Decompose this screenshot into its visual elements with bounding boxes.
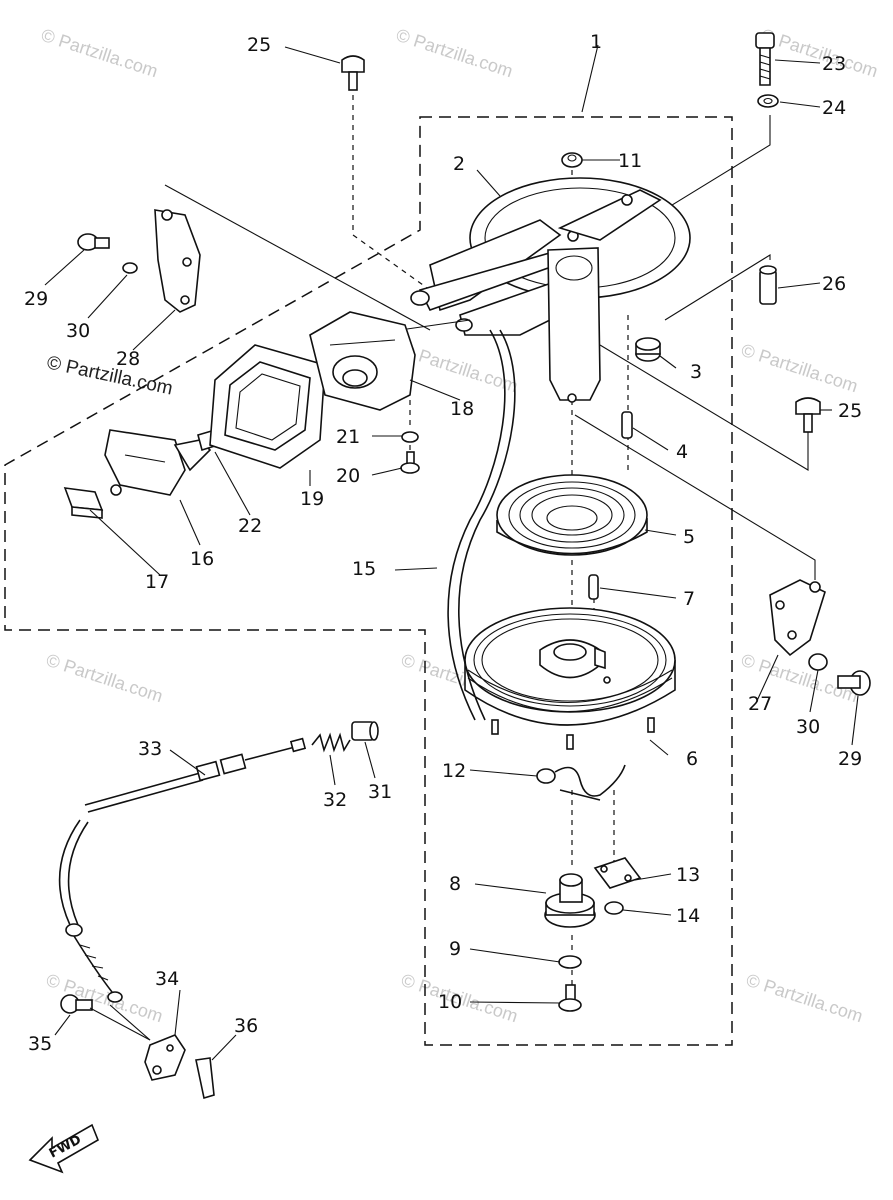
washer-21 xyxy=(401,431,419,443)
rope-guide-seal-19 xyxy=(209,344,326,469)
callout-5: 5 xyxy=(683,526,695,548)
screw-25-right xyxy=(795,397,821,433)
screw-25-top xyxy=(341,55,365,91)
callout-11: 11 xyxy=(618,150,642,172)
leader-lines xyxy=(44,46,859,1061)
watermark: © Partzilla.com xyxy=(399,340,521,397)
bracket-28 xyxy=(154,209,201,313)
pawl-plate-13 xyxy=(593,857,642,889)
callout-12: 12 xyxy=(442,760,466,782)
bolt-23 xyxy=(755,32,775,86)
callout-35: 35 xyxy=(28,1033,52,1055)
starter-handle-16 xyxy=(104,429,212,496)
leader-1 xyxy=(581,44,599,113)
callout-36: 36 xyxy=(234,1015,258,1037)
callout-17: 17 xyxy=(145,571,169,593)
callout-9: 9 xyxy=(449,938,461,960)
callout-34: 34 xyxy=(155,968,179,990)
assembly-outline xyxy=(4,116,733,1046)
handle-insert-17 xyxy=(63,487,104,519)
callout-31: 31 xyxy=(368,781,392,803)
rope-guide-housing-18 xyxy=(309,311,416,411)
callout-19: 19 xyxy=(300,488,324,510)
bolt-29-right xyxy=(837,670,871,696)
fwd-arrow: FWD xyxy=(28,1123,100,1174)
callout-29-right: 29 xyxy=(838,748,862,770)
watermark: © Partzilla.com xyxy=(394,25,516,82)
callout-25-right: 25 xyxy=(838,400,862,422)
callout-14: 14 xyxy=(676,905,700,927)
callout-13: 13 xyxy=(676,864,700,886)
collar-26 xyxy=(759,265,777,305)
pin-7 xyxy=(588,574,599,600)
callout-21: 21 xyxy=(336,426,360,448)
callout-labels: 1 2 3 4 5 6 7 8 9 10 11 12 13 14 15 16 1… xyxy=(24,31,862,1055)
callout-26: 26 xyxy=(822,273,846,295)
watermark: © Partzilla.com xyxy=(744,970,866,1027)
watermark: © Partzilla.com xyxy=(44,650,166,707)
callout-2: 2 xyxy=(453,153,465,175)
bracket-27 xyxy=(769,579,826,657)
callout-27: 27 xyxy=(748,693,772,715)
callout-30-right: 30 xyxy=(796,716,820,738)
spring-32 xyxy=(311,732,351,753)
washer-30-left xyxy=(122,262,138,274)
cable-33 xyxy=(58,737,307,1041)
callout-8: 8 xyxy=(449,873,461,895)
starter-housing xyxy=(410,177,691,403)
callout-15: 15 xyxy=(352,558,376,580)
watermark-dark: © Partzilla.com xyxy=(45,352,175,399)
washer-30-right xyxy=(808,653,828,671)
washer-14 xyxy=(604,901,624,915)
watermark: © Partzilla.com xyxy=(759,25,881,82)
callout-7: 7 xyxy=(683,588,695,610)
callout-3: 3 xyxy=(690,361,702,383)
callout-24: 24 xyxy=(822,97,846,119)
clip-12 xyxy=(536,764,626,801)
callout-18: 18 xyxy=(450,398,474,420)
end-cap-31 xyxy=(351,721,379,741)
washer-24 xyxy=(757,94,779,108)
callout-10: 10 xyxy=(438,991,462,1013)
drum-pulley-6 xyxy=(464,607,676,750)
callout-33: 33 xyxy=(138,738,162,760)
washer-9 xyxy=(558,955,582,969)
callout-20: 20 xyxy=(336,465,360,487)
bolt-29-left xyxy=(77,233,110,251)
lever-34 xyxy=(144,1034,186,1081)
callout-25-top: 25 xyxy=(247,34,271,56)
starter-rope-15 xyxy=(447,329,506,721)
callout-29-left: 29 xyxy=(24,288,48,310)
watermark: © Partzilla.com xyxy=(39,25,161,82)
callout-28: 28 xyxy=(116,348,140,370)
nut-11 xyxy=(561,152,583,168)
callout-32: 32 xyxy=(323,789,347,811)
screw-20 xyxy=(400,451,420,474)
link-36 xyxy=(195,1057,215,1100)
recoil-spring-5 xyxy=(496,474,648,556)
callout-30-left: 30 xyxy=(66,320,90,342)
bushing-8 xyxy=(544,873,596,928)
bolt-35 xyxy=(60,994,93,1014)
callout-16: 16 xyxy=(190,548,214,570)
callout-4: 4 xyxy=(676,441,688,463)
callout-6: 6 xyxy=(686,748,698,770)
grommet-3 xyxy=(635,337,661,362)
watermark: © Partzilla.com xyxy=(739,340,861,397)
callout-1: 1 xyxy=(590,31,602,53)
pin-4 xyxy=(621,411,633,439)
callout-23: 23 xyxy=(822,53,846,75)
bolt-10 xyxy=(558,984,582,1012)
callout-22: 22 xyxy=(238,515,262,537)
